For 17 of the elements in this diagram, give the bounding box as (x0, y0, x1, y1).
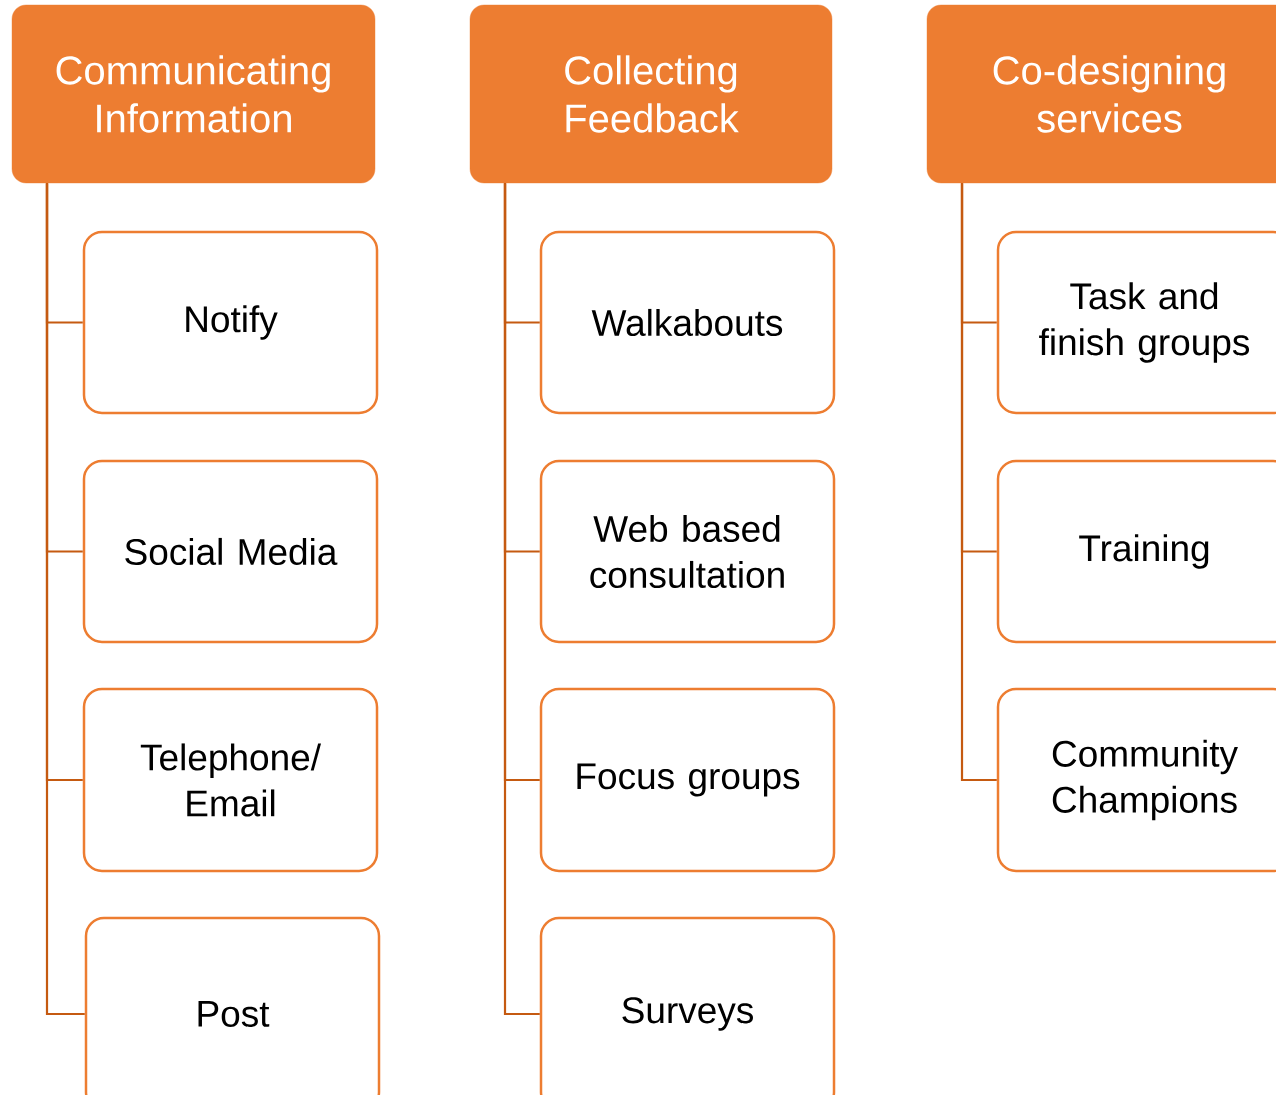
item-box: Task and finish groups (996, 230, 1276, 415)
item-box: Focus groups (539, 687, 836, 873)
item-box: Surveys (539, 916, 836, 1095)
item-box: Social Media (82, 459, 379, 644)
header-box: Collecting Feedback (469, 4, 833, 184)
item-box: Training (996, 459, 1276, 644)
connector-line (45, 183, 85, 1016)
header-box: Communicating Information (11, 4, 376, 184)
connector-line (960, 183, 997, 782)
item-box: Web based consultation (539, 459, 836, 644)
header-box: Co-designing services (926, 4, 1276, 184)
item-box: Community Champions (996, 687, 1276, 873)
item-box: Telephone/ Email (82, 687, 379, 873)
item-box: Notify (82, 230, 379, 415)
item-box: Walkabouts (539, 230, 836, 415)
connector-line (503, 183, 540, 1016)
item-box: Post (84, 916, 381, 1095)
